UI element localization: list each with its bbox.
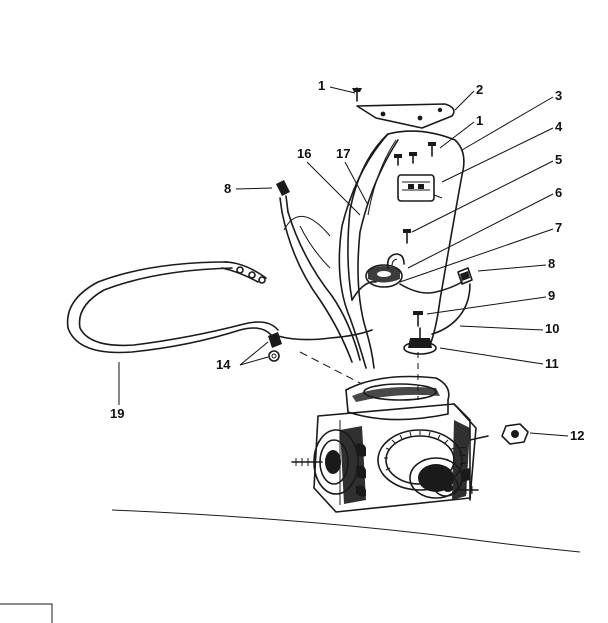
housing-screws [394,142,436,166]
callout-2-cover-plate: 2 [476,82,483,97]
leader-lines [118,86,569,437]
wire-nuts-part-14 [268,332,282,362]
clamp-part-6 [386,253,405,269]
callout-8-left-connector: 8 [224,181,231,196]
capacitor-part-7 [365,264,403,288]
screw-part-5 [403,229,411,244]
callout-10: 10 [545,321,559,336]
callout-8-right-connector: 8 [548,256,555,271]
grommet-part-11 [403,327,437,355]
switch-part-4 [397,174,443,202]
screw-part-9 [413,311,423,327]
alignment-dash-line [299,351,363,385]
callout-9: 9 [548,288,555,303]
corner-mark [0,603,53,623]
motor-gearbox-body [291,375,489,513]
cover-plate-part-2 [356,103,455,129]
nut-part-12 [501,423,529,445]
base-line [111,509,581,553]
callout-3: 3 [555,88,562,103]
wire-harness-part-16-17 [281,133,463,369]
callout-7-capacitor: 7 [555,220,562,235]
callout-1-screw-housing: 1 [476,113,483,128]
callout-5: 5 [555,152,562,167]
callout-16: 16 [297,146,311,161]
control-housing-part-3 [347,130,465,346]
callout-11: 11 [545,356,559,371]
screw-part-1-top [352,87,362,102]
callout-14: 14 [216,357,231,372]
callout-1-screw-top: 1 [318,78,325,93]
wire-part-10 [431,283,471,335]
power-cord-part-19 [66,261,373,354]
terminal-lugs [221,261,267,284]
callout-4: 4 [555,119,563,134]
callout-12: 12 [570,428,584,443]
callout-19: 19 [110,406,124,421]
wire-connector-part-8-right [457,267,473,285]
callout-6: 6 [555,185,562,200]
callout-17: 17 [336,146,350,161]
wire-connector-part-8-left [276,180,290,213]
